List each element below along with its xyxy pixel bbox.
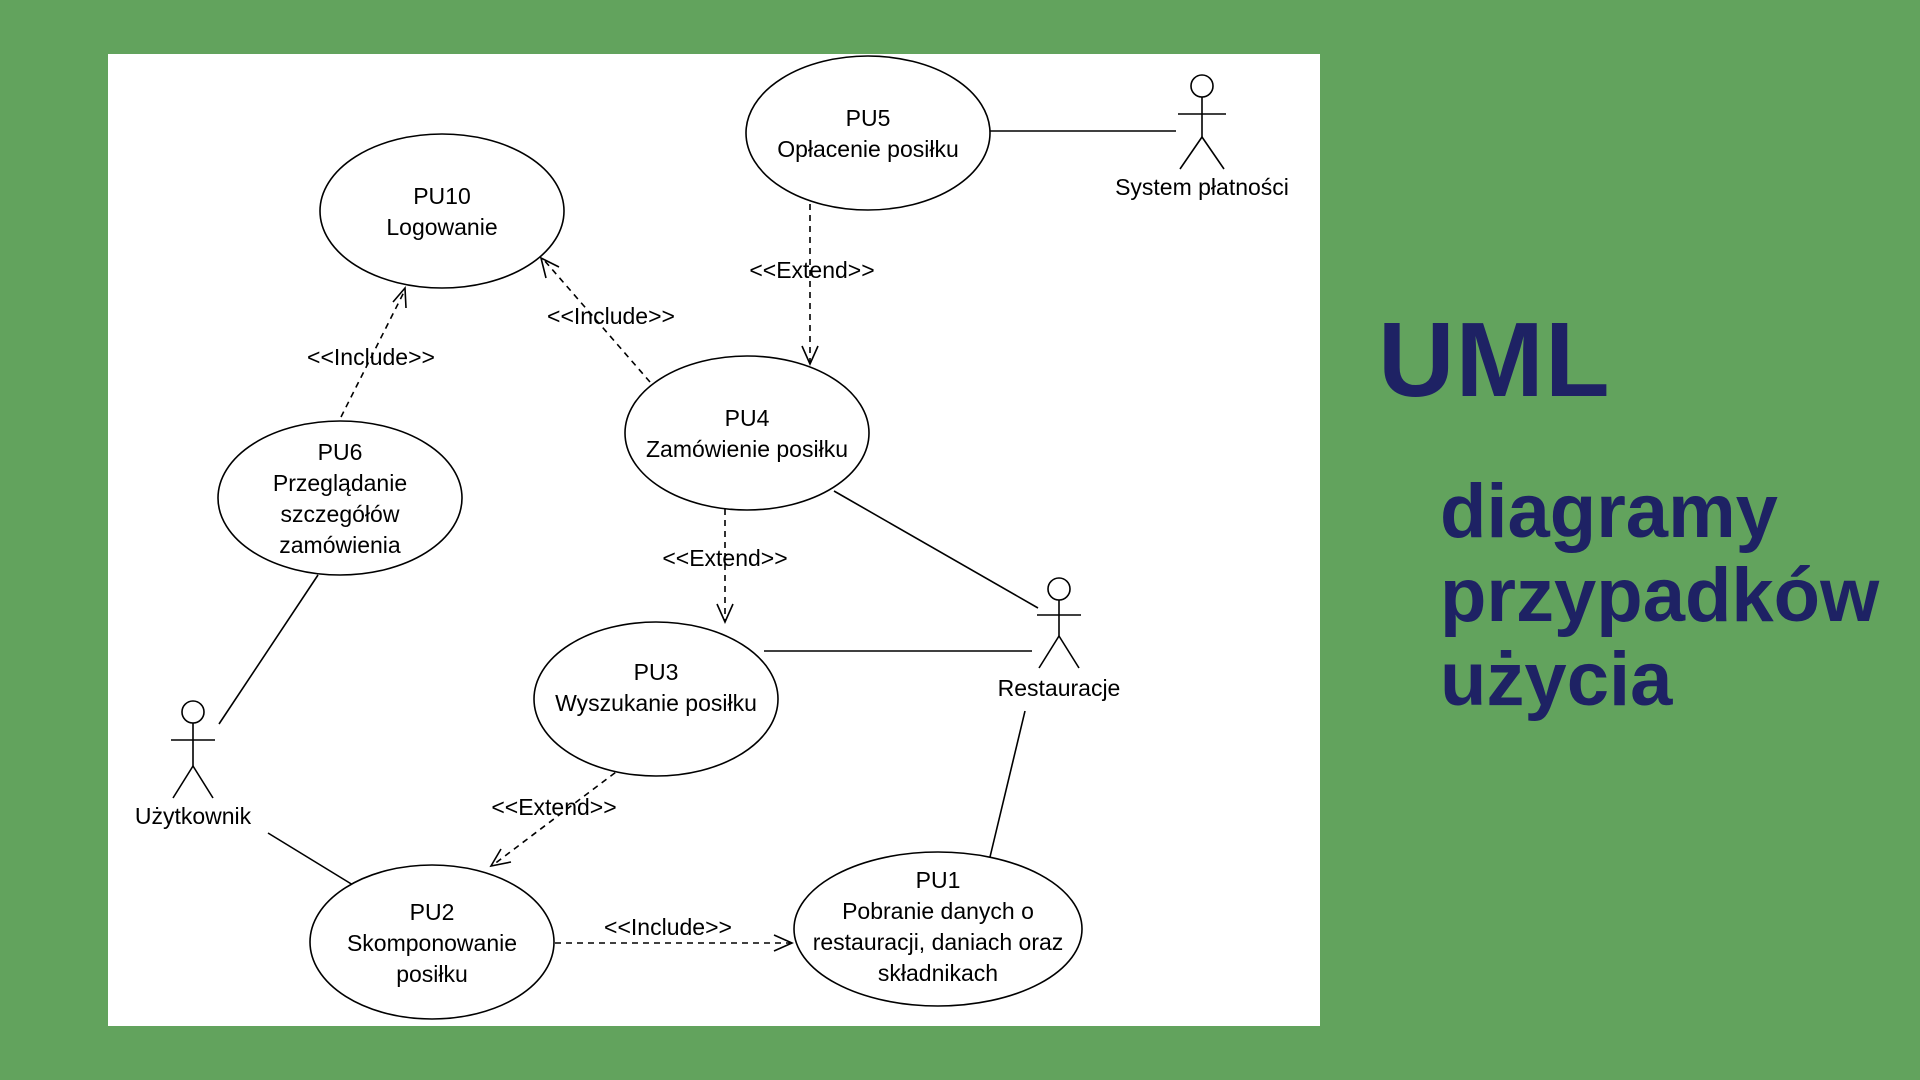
use-case-pu10-name: Logowanie [386, 214, 497, 240]
use-case-pu1-line-2: restauracji, daniach oraz [813, 929, 1064, 955]
use-case-pu5[interactable]: PU5 Opłacenie posiłku [745, 55, 991, 211]
use-case-pu6[interactable]: PU6 Przeglądanie szczegółów zamówienia [217, 420, 463, 576]
use-case-pu6-line-2: szczegółów [281, 501, 400, 527]
arrowhead-pu4-pu10 [539, 256, 560, 279]
use-case-pu4[interactable]: PU4 Zamówienie posiłku [624, 355, 870, 511]
arrowhead-pu3-pu2 [489, 848, 512, 868]
slide-subtitle: diagramy przypadków użycia [1440, 470, 1879, 722]
diagram-panel: <<Extend>> <<Include>> <<Include>> <<Ext… [108, 54, 1320, 1026]
arrowhead-pu4-pu3 [716, 603, 734, 624]
dependency-pu4-pu10 [543, 259, 651, 383]
dependency-pu3-pu2 [492, 765, 625, 866]
use-case-pu1-id: PU1 [916, 867, 961, 893]
use-case-pu2-id: PU2 [410, 899, 455, 925]
use-case-pu6-id: PU6 [318, 439, 363, 465]
actor-payment-system[interactable]: System płatności [1115, 74, 1289, 200]
slide-subtitle-line-3: użycia [1440, 637, 1673, 722]
use-case-pu1-line-1: Pobranie danych o [842, 898, 1034, 924]
slide-title: UML [1378, 301, 1611, 419]
relation-label-pu4-pu3: <<Extend>> [662, 545, 787, 571]
use-case-pu6-line-3: zamówienia [279, 532, 401, 558]
use-case-pu1[interactable]: PU1 Pobranie danych o restauracji, dania… [793, 851, 1083, 1007]
use-case-pu1-line-3: składnikach [878, 960, 998, 986]
use-case-pu2-line-1: Skomponowanie [347, 930, 517, 956]
use-case-pu4-id: PU4 [725, 405, 770, 431]
use-case-pu3-name: Wyszukanie posiłku [555, 690, 757, 716]
use-case-pu2[interactable]: PU2 Skomponowanie posiłku [309, 864, 555, 1020]
arrowhead-pu2-pu1 [773, 934, 794, 952]
association-pu1-restaurants [989, 710, 1026, 858]
use-case-pu3-id: PU3 [634, 659, 679, 685]
relation-label-pu6-pu10: <<Include>> [307, 344, 435, 370]
arrowhead-pu6-pu10 [392, 285, 407, 309]
use-case-pu6-line-1: Przeglądanie [273, 470, 407, 496]
use-case-pu2-line-2: posiłku [396, 961, 468, 987]
relation-label-pu3-pu2: <<Extend>> [491, 794, 616, 820]
relation-label-pu5-pu4: <<Extend>> [749, 257, 874, 283]
use-case-diagram: <<Extend>> <<Include>> <<Include>> <<Ext… [135, 55, 1289, 1020]
actor-restaurants[interactable]: Restauracje [998, 577, 1121, 701]
actor-payment-system-name: System płatności [1115, 174, 1289, 200]
association-pu2-user [267, 832, 354, 886]
use-case-pu5-name: Opłacenie posiłku [777, 136, 959, 162]
dependency-pu6-pu10 [340, 289, 406, 418]
use-case-pu3[interactable]: PU3 Wyszukanie posiłku [533, 621, 779, 777]
relation-label-pu4-pu10: <<Include>> [547, 303, 675, 329]
arrowhead-pu5-pu4 [801, 345, 819, 366]
use-case-pu5-id: PU5 [846, 105, 891, 131]
actor-user[interactable]: Użytkownik [135, 700, 252, 829]
actor-user-name: Użytkownik [135, 803, 252, 829]
association-pu6-user [218, 574, 319, 725]
actor-restaurants-name: Restauracje [998, 675, 1121, 701]
association-pu4-restaurants [833, 490, 1039, 609]
use-case-pu10[interactable]: PU10 Logowanie [319, 133, 565, 289]
use-case-pu10-id: PU10 [413, 183, 471, 209]
slide-subtitle-line-1: diagramy [1440, 469, 1778, 554]
use-case-pu4-name: Zamówienie posiłku [646, 436, 848, 462]
slide-subtitle-line-2: przypadków [1440, 553, 1880, 638]
relation-label-pu2-pu1: <<Include>> [604, 914, 732, 940]
